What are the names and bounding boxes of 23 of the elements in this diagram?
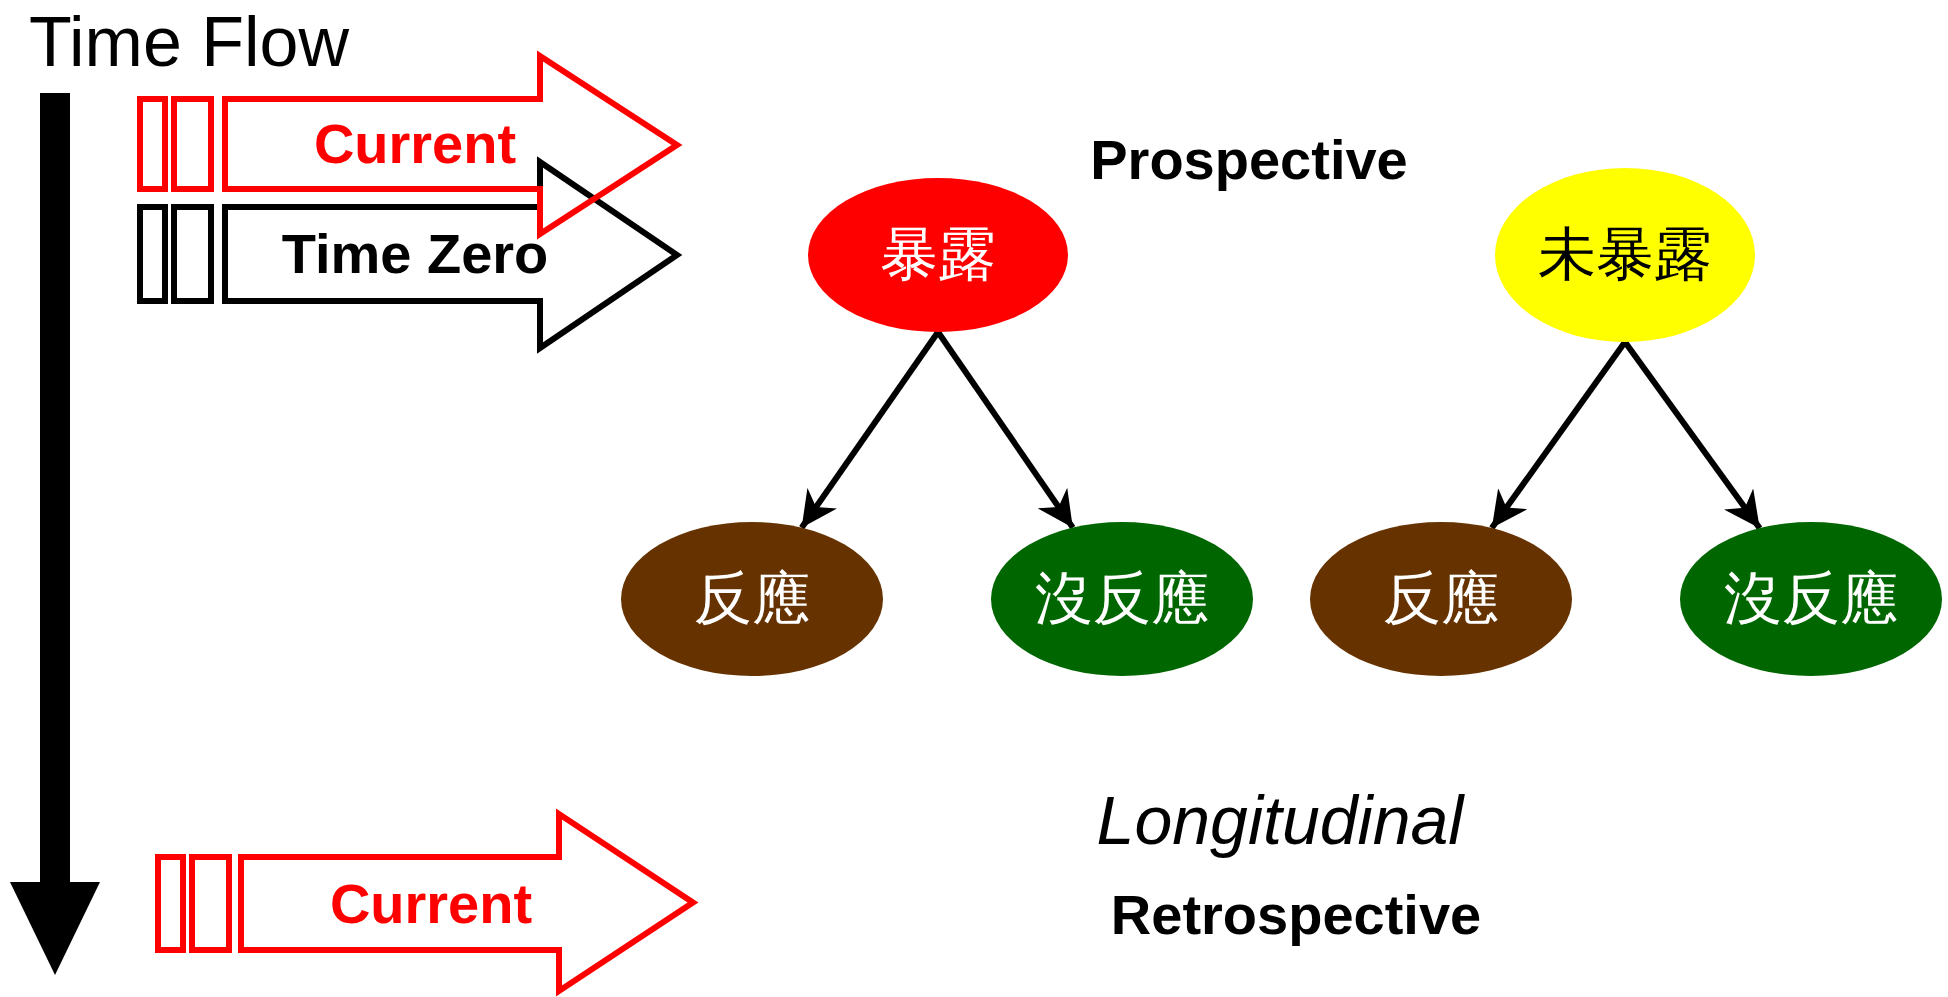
arrow	[799, 330, 941, 530]
study-type-label: Prospective	[1090, 129, 1408, 191]
ellipse-node	[1680, 522, 1942, 676]
study-type-label: Retrospective	[1110, 884, 1482, 946]
node-label: 沒反應	[1035, 567, 1209, 631]
node-label: 反應	[1383, 567, 1499, 631]
node-label: Time Zero	[281, 223, 549, 285]
ellipse-node	[991, 522, 1253, 676]
node-label: Current	[313, 113, 517, 175]
arrow	[1489, 340, 1628, 530]
arrow	[935, 330, 1076, 530]
arrow	[1622, 340, 1763, 530]
node-label: 反應	[694, 567, 810, 631]
ellipse-node	[808, 178, 1068, 332]
node-label: Current	[329, 872, 533, 935]
study-type-label: Longitudinal	[1096, 782, 1464, 858]
ellipse-node	[1310, 522, 1572, 676]
node-label: 未暴露	[1538, 223, 1712, 287]
axis-title: Time Flow	[28, 3, 350, 81]
node-label: 暴露	[880, 223, 996, 287]
node-label: 沒反應	[1724, 567, 1898, 631]
ellipse-node	[621, 522, 883, 676]
ellipse-node	[1495, 168, 1755, 342]
